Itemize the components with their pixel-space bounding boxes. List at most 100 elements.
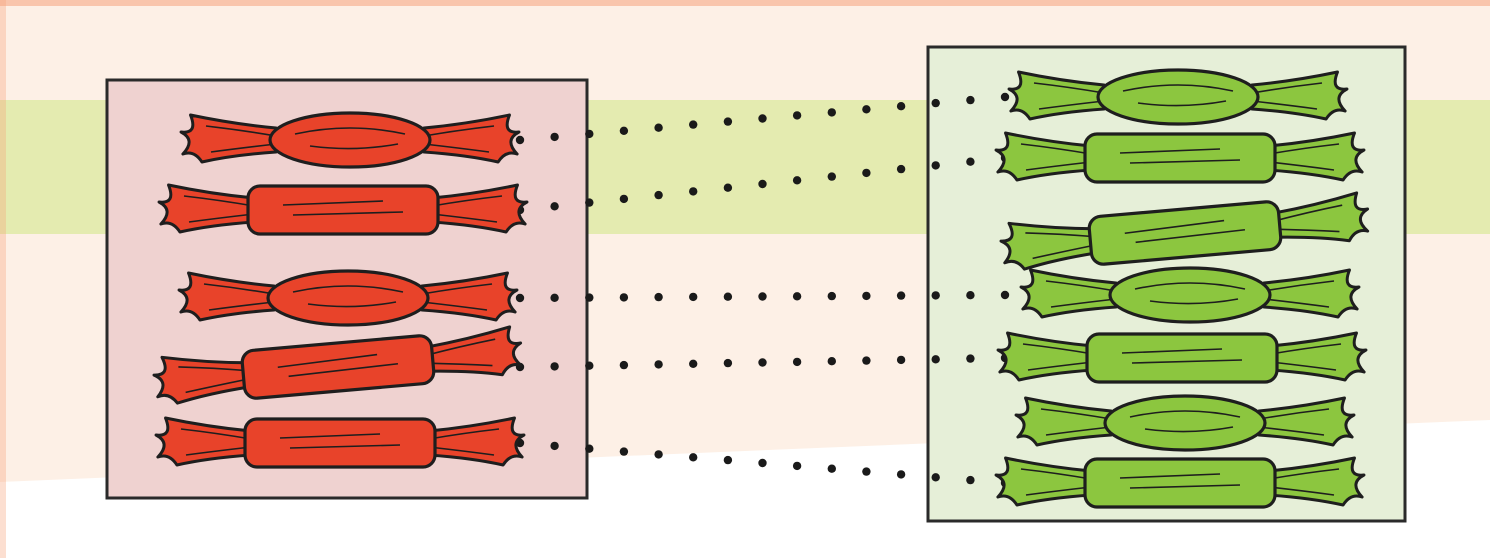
connector-dot <box>758 114 767 123</box>
candy-highlight <box>1134 282 1246 290</box>
connector-dot <box>896 164 906 174</box>
candy-highlight <box>282 200 384 206</box>
wrapper-crease <box>1251 82 1323 94</box>
wrapper-crease <box>1040 408 1112 420</box>
connector-dot <box>654 450 663 459</box>
candy-body <box>1103 394 1267 452</box>
candy-highlight <box>1122 84 1234 92</box>
connector-dot <box>550 202 559 211</box>
connector-dot <box>931 291 940 300</box>
candy-wrapper-right <box>424 325 523 377</box>
connector-dot <box>550 293 559 302</box>
connector-dot <box>619 194 629 204</box>
match-connector <box>515 92 1010 145</box>
connector-dot <box>827 291 836 301</box>
green-candy <box>994 456 1366 509</box>
wrapper-crease <box>203 283 275 295</box>
connector-dot <box>585 444 594 453</box>
candy-wrapper-right <box>427 416 526 467</box>
connector-dot <box>896 355 906 365</box>
green-candy <box>1014 394 1356 452</box>
candy-wrapper-right <box>1267 131 1366 182</box>
match-connector <box>515 153 1010 215</box>
candy-highlight <box>1121 348 1223 354</box>
candy-highlight <box>1119 148 1221 154</box>
candy-wrapper-right <box>1271 191 1370 243</box>
candy-wrapper-left <box>994 131 1093 182</box>
red-candy <box>152 325 523 405</box>
connector-dot <box>619 360 629 370</box>
wrapper-crease <box>1258 408 1330 420</box>
connector-dot <box>792 357 802 367</box>
candies <box>152 68 1370 509</box>
connector-dot <box>827 357 836 366</box>
connector-dot <box>654 360 663 369</box>
connector-dot <box>896 291 906 300</box>
connector-dot <box>689 359 698 368</box>
connector-dot <box>723 455 733 465</box>
connector-dot <box>515 135 525 145</box>
candy-wrapper-left <box>177 271 276 322</box>
candy-highlight <box>292 285 404 293</box>
candy-highlight <box>1119 473 1221 479</box>
candy-highlight <box>1144 426 1234 433</box>
candy-body <box>266 269 430 327</box>
candy-wrapper-right <box>1250 70 1349 121</box>
connector-dot <box>792 176 802 185</box>
green-candy <box>999 191 1370 271</box>
connector-dot <box>792 111 802 120</box>
connector-dot <box>896 102 906 111</box>
candy-highlight <box>1124 219 1225 235</box>
red-candy <box>179 111 521 169</box>
candy-wrapper-right <box>430 183 529 234</box>
candy-highlight <box>1129 484 1241 489</box>
candy-body <box>1083 457 1277 509</box>
candy-body <box>246 184 440 236</box>
candy-highlight <box>288 362 399 378</box>
connector-dot <box>827 464 836 473</box>
wrapper-crease <box>205 125 277 137</box>
connector-dot <box>654 190 663 200</box>
candy-body <box>1087 200 1283 266</box>
wrapper-crease <box>421 283 493 295</box>
connector-dot <box>689 187 698 196</box>
connector-dot <box>792 292 802 301</box>
wrapper-crease <box>1033 82 1105 94</box>
candy-highlight <box>307 301 397 308</box>
candy-highlight <box>1149 298 1239 305</box>
connector-dot <box>1000 290 1010 300</box>
connector-dot <box>758 292 767 301</box>
connector-dot <box>550 441 559 451</box>
connector-dot <box>862 291 871 301</box>
candy-wrapper-left <box>179 113 278 164</box>
left-edge-accent <box>0 0 6 558</box>
candy-body <box>1083 132 1277 184</box>
connector-dot <box>931 473 940 482</box>
candy-wrapper-left <box>994 456 1093 507</box>
candy-wrapper-left <box>1019 268 1118 319</box>
green-candy <box>996 331 1368 384</box>
candy-body <box>268 111 432 169</box>
candy-wrapper-right <box>1257 396 1356 447</box>
connector-dot <box>585 198 594 207</box>
connector-dot <box>515 293 525 303</box>
connector-dot <box>1000 92 1010 102</box>
connector-dot <box>723 358 733 368</box>
connector-dot <box>585 361 594 370</box>
green-candy <box>1007 68 1349 126</box>
connector-dot <box>654 292 663 302</box>
candy-wrapper-right <box>1262 268 1361 319</box>
connector-dot <box>689 453 698 462</box>
connector-dot <box>723 292 733 301</box>
candy-wrapper-left <box>996 331 1095 382</box>
candy-highlight <box>277 353 378 369</box>
candy-wrapper-left <box>157 183 256 234</box>
candy-highlight <box>1129 159 1241 164</box>
candy-wrapper-left <box>154 416 253 467</box>
red-candy <box>154 416 526 469</box>
candy-wrapper-right <box>422 113 521 164</box>
green-candy <box>994 131 1366 184</box>
candy-body <box>240 334 436 400</box>
connector-dot <box>585 129 594 139</box>
